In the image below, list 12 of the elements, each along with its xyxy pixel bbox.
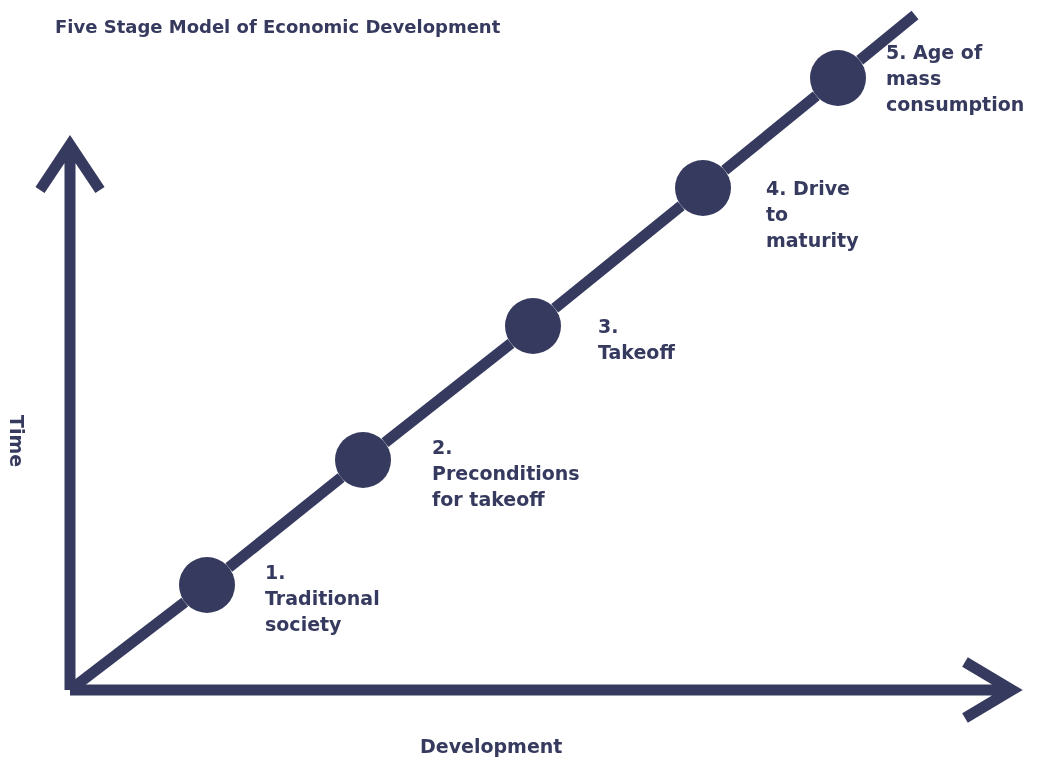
connector-line <box>381 339 515 447</box>
axis-title: Development <box>420 734 563 759</box>
stage-label: 4. Drive to maturity <box>766 176 859 253</box>
stage-label: 5. Age of mass consumption <box>886 40 1025 117</box>
axis-title: Time <box>5 415 29 468</box>
connector-line <box>551 201 685 313</box>
stage-label: 3. Takeoff <box>598 314 675 365</box>
connector-line <box>721 91 820 175</box>
connector-line <box>225 473 345 572</box>
stage-label: 1. Traditional society <box>265 560 380 637</box>
chart-title: Five Stage Model of Economic Development <box>55 15 501 39</box>
stage-label: 2. Preconditions for takeoff <box>432 435 580 512</box>
